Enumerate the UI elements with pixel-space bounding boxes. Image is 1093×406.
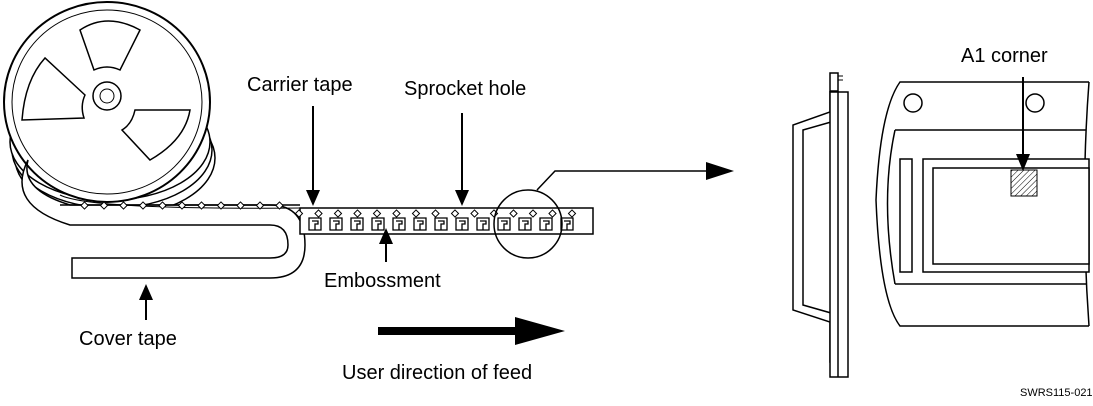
sprocket-hole (236, 201, 245, 210)
sprocket-hole (99, 201, 109, 210)
sprocket-hole (314, 209, 323, 218)
a1-corner-marker (1010, 169, 1038, 197)
embossment-pocket (539, 217, 553, 231)
embossment-pocket (329, 217, 343, 231)
sprocket-hole-arrow (455, 113, 469, 206)
sprocket-hole (431, 209, 440, 218)
sprocket-hole (411, 209, 421, 218)
sprocket-hole (177, 201, 187, 210)
cover-tape-label: Cover tape (79, 328, 177, 350)
carrier-tape-label: Carrier tape (247, 74, 353, 96)
carrier-tape-arrow (306, 106, 320, 206)
embossment-pocket (455, 217, 469, 231)
sprocket-hole (138, 201, 148, 210)
embossment-pocket (434, 217, 448, 231)
sprocket-hole (197, 201, 206, 210)
cover-tape-arrow (139, 284, 153, 320)
sprocket-hole (333, 209, 343, 218)
feed-direction-arrow (378, 317, 565, 345)
a1-corner-arrow (1016, 77, 1030, 171)
embossment-pocket (413, 217, 427, 231)
reel-window-top (79, 20, 141, 72)
reel (3, 1, 216, 217)
sprocket-hole (119, 201, 128, 210)
magnifier-circle (493, 189, 563, 259)
embossment-pocket (350, 217, 364, 231)
callout-arrowhead (706, 162, 734, 180)
tape-side-view (792, 72, 849, 378)
reel-window-left (21, 56, 86, 121)
sprocket-hole (372, 209, 382, 218)
embossment-pocket (518, 217, 532, 231)
callout-line (536, 170, 712, 191)
embossment-pocket (371, 217, 385, 231)
embossment-pocket (308, 217, 322, 231)
sprocket-hole (80, 201, 89, 210)
pocket-divider-left (899, 158, 913, 273)
embossment-pocket (392, 217, 406, 231)
sprocket-hole (353, 209, 362, 218)
feed-direction-label: User direction of feed (342, 362, 533, 384)
sprocket-hole (216, 201, 226, 210)
sprocket-hole (294, 209, 304, 218)
carrier-tape (59, 194, 594, 235)
reel-window-right (120, 109, 191, 161)
sprocket-hole (392, 209, 401, 218)
a1-corner-label: A1 corner (961, 45, 1048, 67)
sprocket-hole (158, 201, 167, 210)
sprocket-hole (255, 201, 265, 210)
embossment-pocket (497, 217, 511, 231)
embossment-arrow (379, 228, 393, 262)
embossment-pocket (560, 217, 574, 231)
sprocket-hole (567, 209, 577, 218)
embossment-pocket (476, 217, 490, 231)
sprocket-hole-right (1025, 93, 1045, 113)
sprocket-hole (548, 209, 557, 218)
sprocket-hole (275, 201, 284, 210)
sprocket-hole (528, 209, 538, 218)
figure-id-label: SWRS115-021 (1020, 387, 1093, 399)
embossment-label: Embossment (324, 270, 441, 292)
sprocket-hole (470, 209, 479, 218)
sprocket-hole (509, 209, 518, 218)
embossments (308, 217, 574, 231)
sprocket-hole (450, 209, 460, 218)
sprocket-hole-left (903, 93, 923, 113)
tape-top-view (875, 81, 1090, 327)
sprocket-holes (80, 201, 577, 218)
sprocket-hole-label: Sprocket hole (404, 78, 527, 100)
